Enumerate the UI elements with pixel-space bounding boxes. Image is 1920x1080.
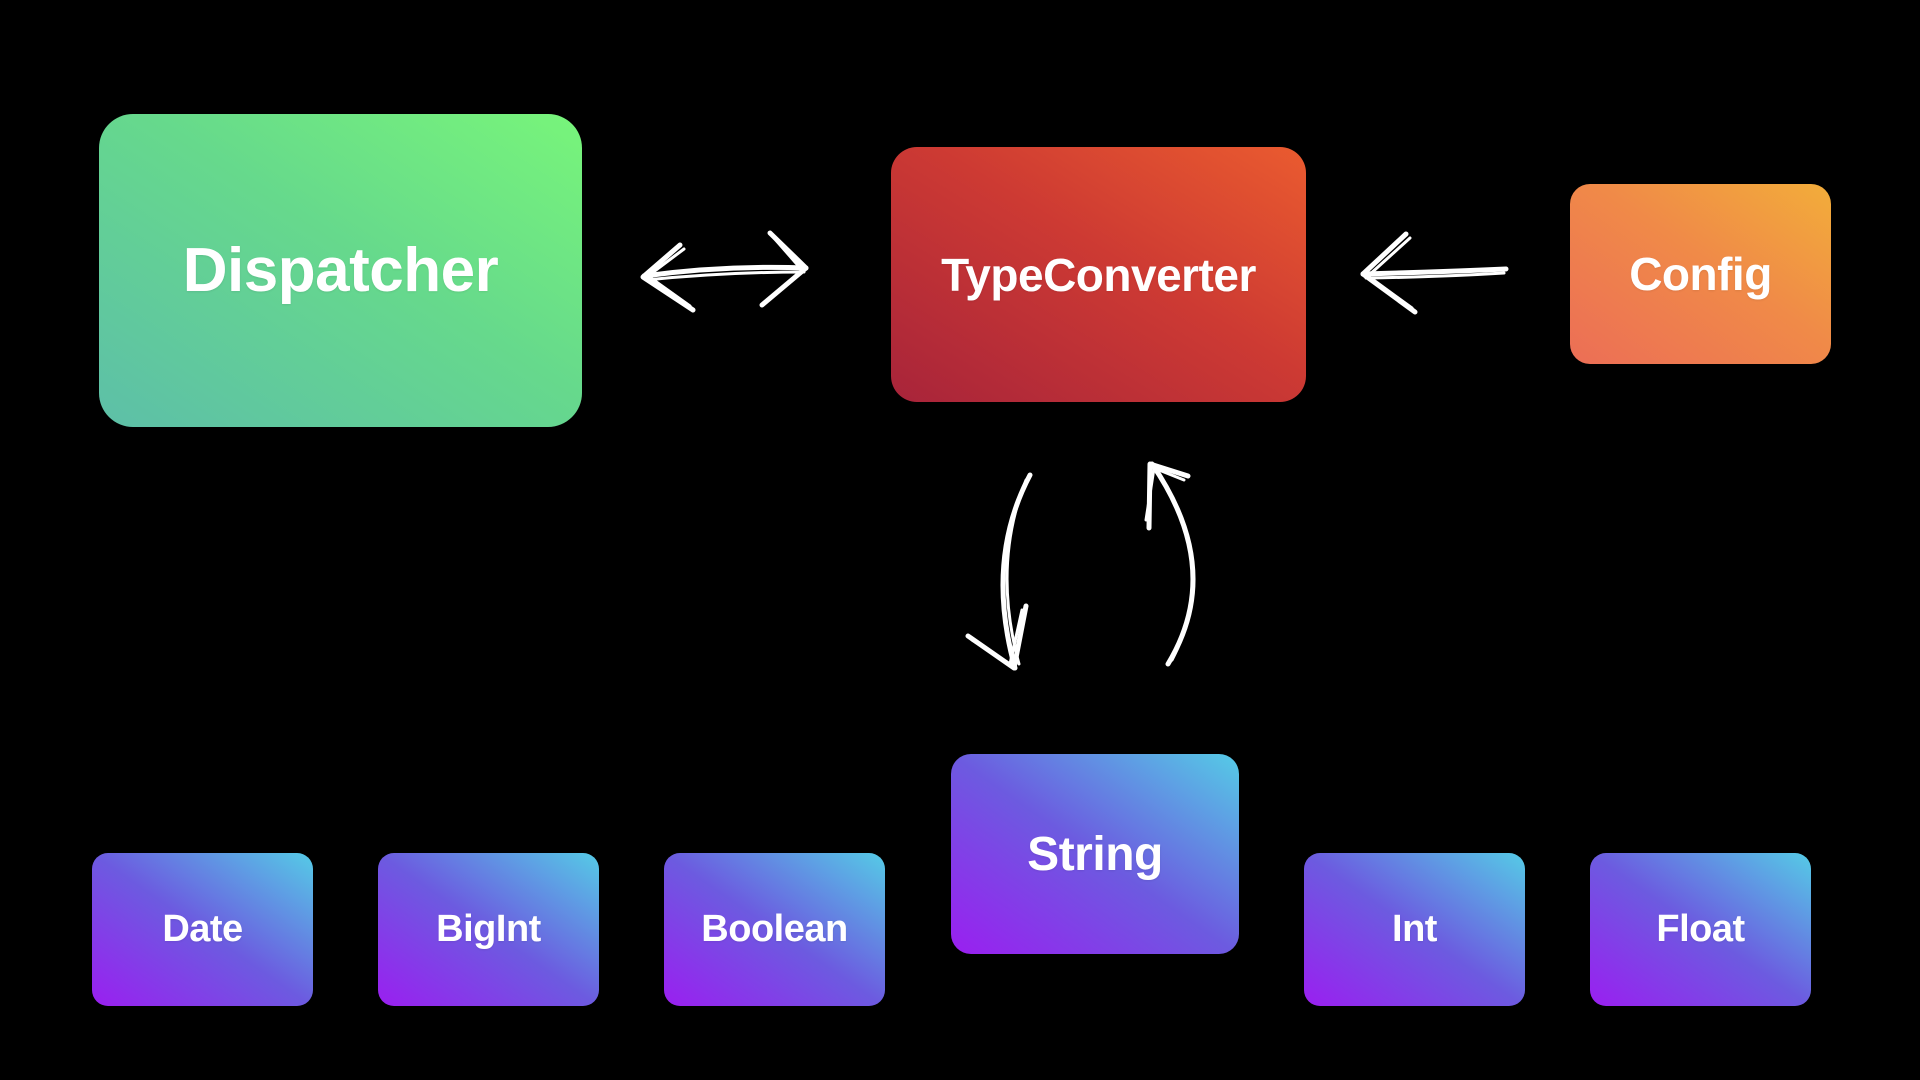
- type-converter-node: TypeConverter: [891, 147, 1306, 402]
- config-arrow: [1360, 231, 1509, 315]
- config-label: Config: [1629, 248, 1772, 300]
- down-arrow: [965, 472, 1033, 671]
- type-node-float: Float: [1590, 853, 1811, 1006]
- string-node: String: [951, 754, 1239, 954]
- type-label: BigInt: [436, 908, 541, 950]
- type-converter-label: TypeConverter: [941, 248, 1256, 301]
- config-node: Config: [1570, 184, 1831, 364]
- type-node-boolean: Boolean: [664, 853, 885, 1006]
- dispatcher-node: Dispatcher: [99, 114, 582, 427]
- type-node-int: Int: [1304, 853, 1525, 1006]
- up-arrow: [1144, 461, 1196, 667]
- type-label: Date: [162, 908, 243, 950]
- dispatcher-label: Dispatcher: [182, 236, 499, 305]
- string-label: String: [1027, 827, 1163, 881]
- type-label: Int: [1392, 908, 1437, 950]
- type-node-date: Date: [92, 853, 313, 1006]
- type-node-bigint: BigInt: [378, 853, 599, 1006]
- type-label: Float: [1656, 908, 1745, 950]
- type-label: Boolean: [701, 908, 848, 950]
- bidirectional-arrow: [640, 230, 809, 313]
